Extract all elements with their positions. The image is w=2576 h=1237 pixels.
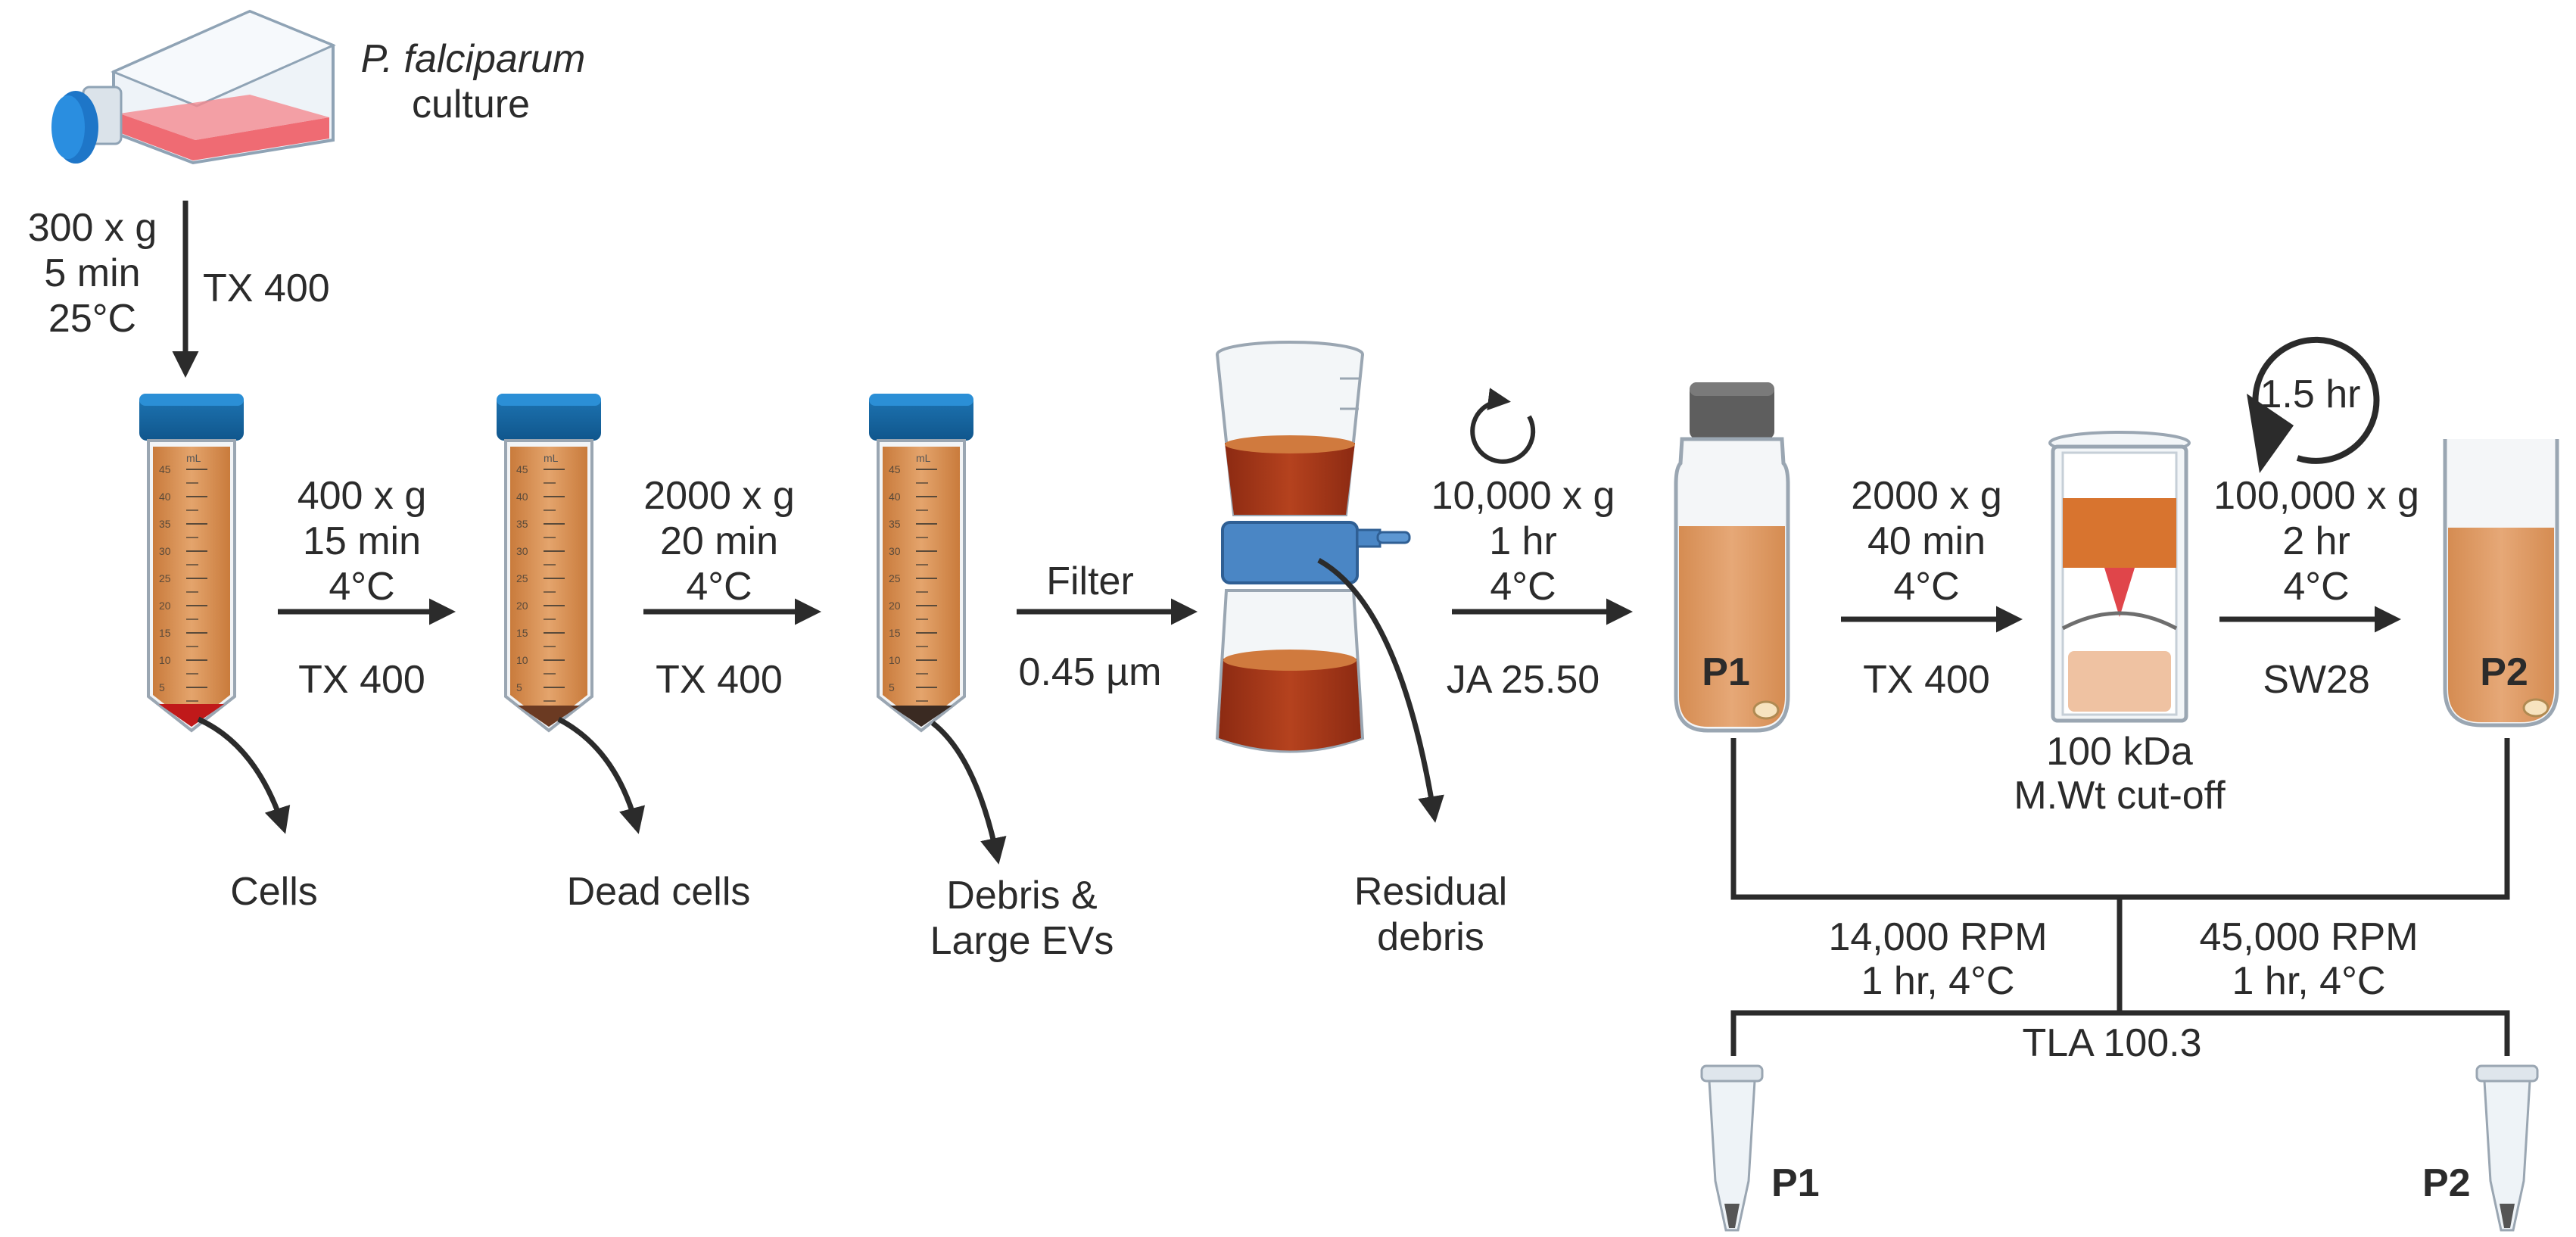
step2-temp: 4°C [686,565,752,609]
tube-scale-2: mL 45 40 35 30 25 20 15 10 5 [516,452,565,702]
step1-speed: 400 x g [297,474,427,518]
step1-temp: 4°C [329,565,394,609]
rotation-icon-small [1470,388,1536,464]
discard-residual-line1: Residual [1354,870,1507,914]
discard-residual-line2: debris [1377,915,1484,959]
tube-tick-label: 20 [889,600,901,612]
tube-tick-label: 15 [889,627,901,639]
tube-tick-label: 30 [889,545,901,557]
step6-time: 2 hr [2282,519,2350,563]
step2-rotor: TX 400 [656,658,783,702]
tube-tick-label: 5 [516,681,522,693]
discard-arrow-3 [930,721,1007,865]
step5-temp: 4°C [1893,565,1959,609]
tube-tick-label: 40 [516,491,528,503]
rotation-arrowhead [2247,394,2294,473]
step2-speed: 2000 x g [643,474,795,518]
tube-unit-label: mL [186,452,201,464]
discard-debris-line2: Large EVs [930,919,1114,963]
step4-temp: 4°C [1490,565,1556,609]
final-rotor: TLA 100.3 [2022,1021,2201,1065]
tube-tick-label: 5 [159,681,165,693]
falcon-tube-3-icon: mL 45 40 35 30 25 20 15 10 5 [869,394,973,733]
step4-rotor: JA 25.50 [1447,658,1599,702]
tube-tick-label: 25 [159,572,171,584]
tube-tick-label: 10 [889,654,901,666]
tube-tick-label: 10 [159,654,171,666]
tube-tick-label: 45 [159,463,171,475]
discard-debris-line1: Debris & [946,874,1097,918]
concentrator-line2: M.Wt cut-off [2014,774,2226,818]
step1-time: 15 min [303,519,421,563]
rotation-icon-large [2252,336,2380,464]
discard-arrow-1 [197,716,291,834]
tube-tick-label: 35 [159,518,171,530]
step0-time: 5 min [44,251,140,295]
step6-rotor: SW28 [2263,658,2370,702]
step0-temp: 25°C [48,297,136,341]
tube-tick-label: 35 [889,518,901,530]
tube-tick-label: 15 [516,627,528,639]
tube-tick-label: 5 [889,681,895,693]
step5-time: 40 min [1867,519,1986,563]
tube-unit-label: mL [916,452,931,464]
step4-speed: 10,000 x g [1431,474,1615,518]
step4-time: 1 hr [1489,519,1557,563]
eppendorf-left-label: P1 [1771,1161,1820,1205]
step6-speed: 100,000 x g [2213,474,2419,518]
step3-label: Filter [1046,559,1134,603]
tube-p2-icon [2443,439,2559,728]
tube-tick-label: 40 [159,491,171,503]
step0-conditions: 300 x g 5 min 25°C [28,206,157,341]
discard-arrow-2 [557,716,645,834]
final-left-time: 1 hr, 4°C [1861,959,2015,1003]
tube-scale-1: mL 45 40 35 30 25 20 15 10 5 [159,452,207,702]
step5-rotor: TX 400 [1863,658,1990,702]
discard-dead-cells: Dead cells [567,870,751,914]
tube-tick-label: 45 [516,463,528,475]
tube-tick-label: 20 [159,600,171,612]
step6-temp: 4°C [2283,565,2349,609]
falcon-tube-2-icon: mL 45 40 35 30 25 20 15 10 5 [497,394,601,733]
culture-label: culture [412,83,530,126]
eppendorf-right-label: P2 [2422,1161,2471,1205]
final-right-time: 1 hr, 4°C [2232,959,2386,1003]
falcon-tube-1-icon: mL 45 40 35 30 25 20 15 10 5 [139,394,244,733]
vacuum-filter-icon [1215,341,1411,753]
tube-tick-label: 30 [159,545,171,557]
step0-speed: 300 x g [28,206,157,250]
step6-rotation-time: 1.5 hr [2260,372,2361,416]
connector-lines [1730,738,2510,1056]
discard-cells: Cells [230,870,318,914]
culture-name: P. falciparum [361,37,586,81]
tube-p2-label: P2 [2480,650,2528,694]
eppendorf-right-icon [2475,1064,2539,1232]
tube-tick-label: 20 [516,600,528,612]
concentrator-line1: 100 kDa [2046,730,2193,774]
final-right-speed: 45,000 RPM [2199,915,2418,959]
tube-tick-label: 15 [159,627,171,639]
eppendorf-left-icon [1700,1064,1764,1232]
culture-flask-icon [51,9,336,165]
tube-tick-label: 45 [889,463,901,475]
tube-tick-label: 25 [516,572,528,584]
bottle-p1-label: P1 [1702,650,1750,694]
step2-time: 20 min [660,519,778,563]
final-left-speed: 14,000 RPM [1828,915,2047,959]
tube-tick-label: 25 [889,572,901,584]
tube-tick-label: 35 [516,518,528,530]
tube-tick-label: 30 [516,545,528,557]
step3-pore: 0.45 µm [1019,650,1162,694]
tube-tick-label: 10 [516,654,528,666]
step0-rotor: TX 400 [203,266,330,310]
step5-speed: 2000 x g [1851,474,2002,518]
bottle-p1-icon [1674,382,1790,733]
concentrator-icon [2048,431,2191,723]
step1-rotor: TX 400 [298,658,425,702]
discard-arrow-4 [1317,557,1444,823]
tube-tick-label: 40 [889,491,901,503]
tube-unit-label: mL [544,452,559,464]
tube-scale-3: mL 45 40 35 30 25 20 15 10 5 [889,452,937,702]
